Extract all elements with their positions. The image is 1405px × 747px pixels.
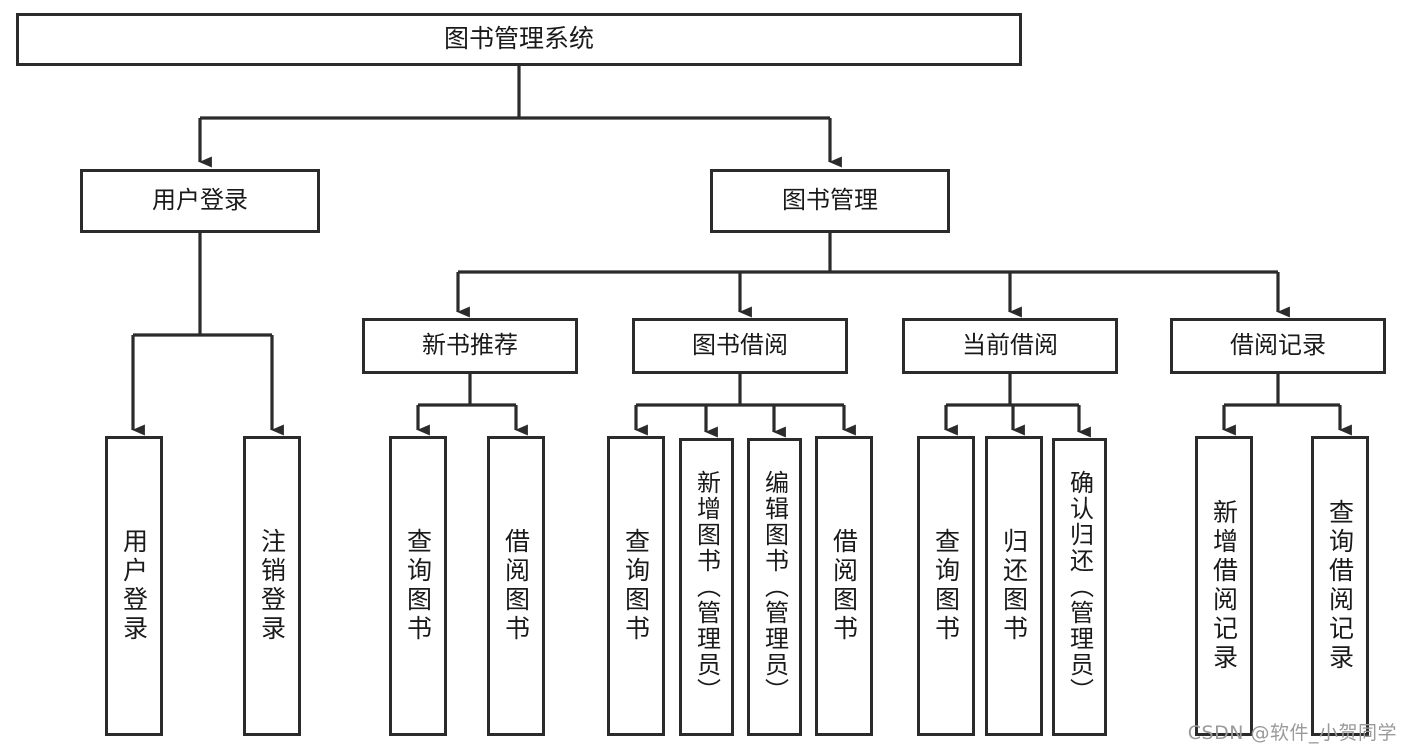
- node-label: 新书推荐: [422, 331, 518, 360]
- leaf-user-login-logout[interactable]: 注销登录: [243, 436, 301, 736]
- node-label: 查询图书: [621, 528, 651, 644]
- node-label: 查询借阅记录: [1325, 499, 1355, 673]
- node-label: 编辑图书（管理员）: [760, 470, 789, 704]
- node-root-system[interactable]: 图书管理系统: [16, 13, 1022, 66]
- leaf-current-borrow-query[interactable]: 查询图书: [917, 436, 975, 736]
- leaf-borrow-record-add[interactable]: 新增借阅记录: [1195, 436, 1253, 736]
- leaf-current-borrow-confirm-return[interactable]: 确认归还（管理员）: [1052, 438, 1107, 736]
- leaf-new-book-query[interactable]: 查询图书: [389, 436, 447, 736]
- node-label: 用户登录: [152, 186, 248, 215]
- node-label: 借阅图书: [829, 528, 859, 644]
- node-book-management[interactable]: 图书管理: [710, 169, 950, 233]
- node-label: 确认归还（管理员）: [1065, 470, 1094, 704]
- leaf-borrow-record-query[interactable]: 查询借阅记录: [1311, 436, 1369, 736]
- node-label: 新增借阅记录: [1209, 499, 1239, 673]
- node-label: 用户登录: [119, 528, 149, 644]
- node-label: 注销登录: [257, 528, 287, 644]
- node-label: 查询图书: [931, 528, 961, 644]
- node-current-borrow[interactable]: 当前借阅: [902, 318, 1118, 374]
- node-label: 图书管理: [782, 186, 878, 215]
- node-borrow-record[interactable]: 借阅记录: [1170, 318, 1386, 374]
- node-book-borrow[interactable]: 图书借阅: [632, 318, 848, 374]
- node-user-login[interactable]: 用户登录: [80, 169, 320, 233]
- leaf-book-borrow-borrow[interactable]: 借阅图书: [815, 436, 873, 736]
- node-label: 借阅记录: [1230, 331, 1326, 360]
- leaf-current-borrow-return[interactable]: 归还图书: [985, 436, 1043, 736]
- leaf-book-borrow-query[interactable]: 查询图书: [607, 436, 665, 736]
- leaf-user-login-login[interactable]: 用户登录: [105, 436, 163, 736]
- node-label: 图书管理系统: [443, 24, 594, 54]
- leaf-new-book-borrow[interactable]: 借阅图书: [487, 436, 545, 736]
- node-label: 归还图书: [999, 528, 1029, 644]
- node-label: 查询图书: [403, 528, 433, 644]
- csdn-watermark: CSDN @软件_小贺同学: [1187, 722, 1397, 744]
- node-label: 新增图书（管理员）: [692, 470, 721, 704]
- node-label: 借阅图书: [501, 528, 531, 644]
- node-label: 图书借阅: [692, 331, 788, 360]
- node-label: 当前借阅: [962, 331, 1058, 360]
- leaf-book-borrow-add[interactable]: 新增图书（管理员）: [679, 438, 734, 736]
- leaf-book-borrow-edit[interactable]: 编辑图书（管理员）: [747, 438, 802, 736]
- node-new-book-recommend[interactable]: 新书推荐: [362, 318, 578, 374]
